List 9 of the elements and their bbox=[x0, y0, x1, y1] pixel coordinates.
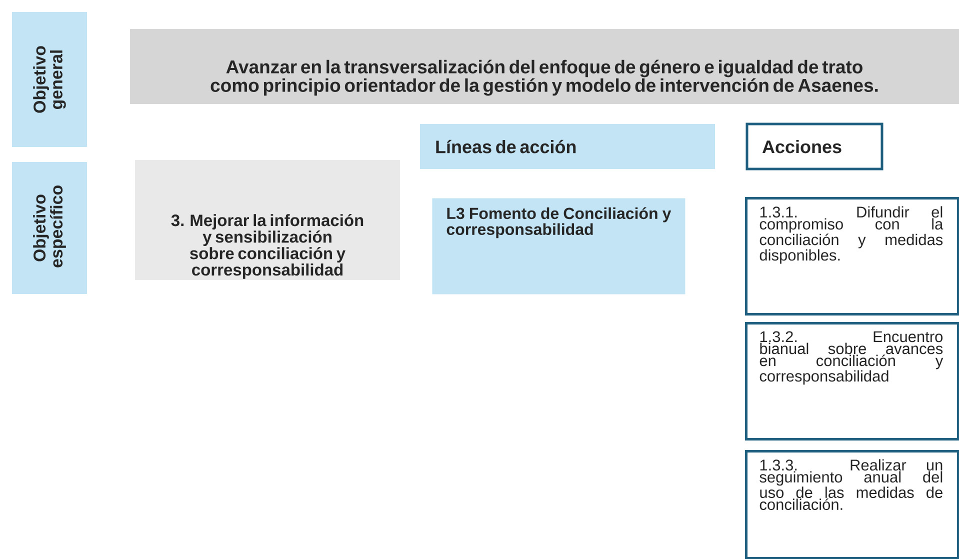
general-objective-box: Avanzar en la transversalización del enfoque de género e igualdad de trato como principio orientador de la gestión y modelo de intervención de Asaenes. bbox=[130, 29, 959, 104]
action-box: 1.3.2. Encuentro bianual sobre avances en conciliación y corresponsabilidad bbox=[745, 322, 959, 440]
objective-box: 3. Mejorar la información y sensibilización sobre conciliación y corresponsabilidad bbox=[135, 160, 400, 280]
action-box: 1.3.3. Realizar un seguimiento anual del uso de las medidas de conciliación. bbox=[745, 450, 959, 559]
action-box: 1.3.1. Difundir el compromiso con la conciliación y medidas disponibles. bbox=[745, 197, 959, 316]
side-label-box: Objetivo general bbox=[12, 12, 87, 147]
header-box: Acciones bbox=[746, 122, 884, 170]
side-label-box: Objetivo específico bbox=[12, 162, 87, 294]
header-box: Líneas de acción bbox=[420, 124, 715, 169]
